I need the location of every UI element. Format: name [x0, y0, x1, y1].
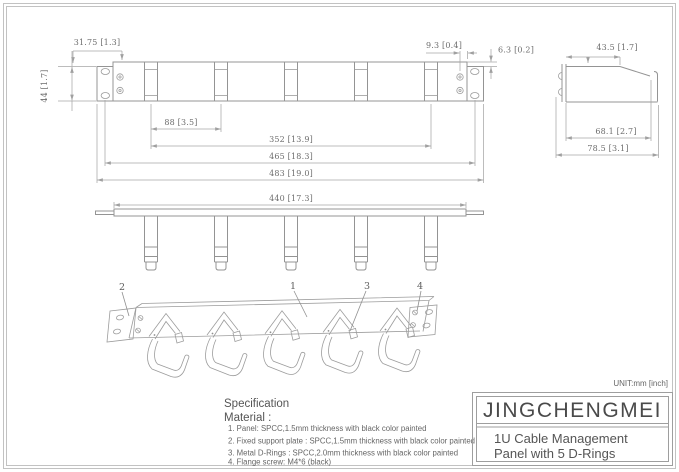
ear-hole [470, 92, 480, 99]
left-ear [96, 66, 114, 102]
spec-item: 4. Flange screw: M4*6 (black) [228, 458, 332, 467]
dim-overall-depth: 78.5 [3.1] [555, 97, 659, 158]
isometric-view: 2 1 3 4 [106, 281, 438, 378]
dim-ring-top-depth: 43.5 [1.7] [566, 43, 637, 65]
product-name-line2: Panel with 5 D-Rings [494, 446, 616, 461]
dim-ring-depth: 68.1 [2.7] [565, 80, 652, 141]
dim-text-ring-span: 352 [13.9] [269, 135, 313, 144]
dim-panel-height: 44 [1.7] [40, 51, 96, 111]
dim-flange-step: 6.3 [0.2] [467, 46, 534, 79]
top-view [96, 61, 484, 102]
callout-number: 1 [290, 281, 296, 292]
dim-text-ear-offset: 31.75 [1.3] [74, 38, 121, 47]
right-ear [466, 66, 484, 102]
callout-number: 2 [119, 282, 125, 293]
dim-text-overall-width: 483 [19.0] [269, 169, 313, 178]
side-view: 43.5 [1.7] 68.1 [2.7] 78.5 [3.1] [555, 43, 659, 158]
dim-overall-width: 483 [19.0] [96, 104, 484, 183]
ear-hole [470, 68, 480, 75]
flange-screws [116, 73, 464, 95]
spec-item: 3. Metal D-Rings : SPCC,2.0mm thickness … [228, 449, 458, 458]
panel-edge [561, 64, 567, 102]
callout-number: 4 [417, 281, 423, 292]
dim-text-ring-depth: 68.1 [2.7] [595, 127, 636, 136]
dim-body-width: 440 [17.3] [113, 194, 467, 208]
brand-name: JINGCHENGMEI [483, 399, 662, 422]
spec-subheading: Material : [224, 412, 271, 424]
spec-item: 2. Fixed support plate : SPCC,1.5mm thic… [228, 437, 475, 446]
dim-text-screw-inset: 9.3 [0.4] [426, 41, 462, 50]
dim-text-flange-step: 6.3 [0.2] [498, 46, 534, 55]
iso-right-ear [407, 304, 438, 338]
callout-support-plate: 2 [119, 282, 130, 317]
callout-panel: 1 [290, 281, 308, 318]
iso-d-rings [147, 307, 421, 378]
spec-heading: Specification [224, 398, 289, 410]
dim-text-hole-span: 465 [18.3] [269, 152, 313, 161]
callout-d-ring: 3 [349, 281, 370, 332]
panel-top-edges [135, 296, 435, 308]
dim-text-panel-height: 44 [1.7] [40, 69, 49, 102]
dim-ear-offset: 31.75 [1.3] [71, 38, 124, 63]
front-view: 440 [17.3] [95, 194, 484, 271]
product-name-line1: 1U Cable Management [494, 431, 628, 446]
ear-hole [100, 68, 110, 75]
panel-face-edges [128, 300, 430, 339]
title-block: JINGCHENGMEI 1U Cable Management Panel w… [472, 392, 673, 466]
dim-ring-span: 352 [13.9] [151, 104, 432, 149]
dim-text-overall-depth: 78.5 [3.1] [587, 144, 628, 153]
dim-hole-span: 465 [18.3] [104, 100, 476, 166]
callout-number: 3 [364, 281, 370, 292]
unit-note: UNIT:mm [inch] [613, 379, 668, 388]
sheet-frame [3, 3, 676, 469]
ring-top-bar [566, 66, 651, 77]
iso-left-ear [106, 307, 144, 343]
specification-block: Specification Material : 1. Panel: SPCC,… [224, 398, 475, 467]
ear-hole [100, 92, 110, 99]
dim-text-ring-top-depth: 43.5 [1.7] [596, 43, 637, 52]
panel-bar [113, 208, 467, 217]
ear-tabs [95, 210, 484, 215]
front-hooks [144, 216, 438, 271]
screw-heads-side [558, 72, 563, 96]
callout-screw: 4 [416, 281, 423, 312]
dim-text-ring-pitch: 88 [3.5] [164, 118, 197, 127]
ring-outer-wall [653, 71, 658, 102]
dim-text-body-width: 440 [17.3] [269, 194, 313, 203]
spec-item: 1. Panel: SPCC,1.5mm thickness with blac… [228, 424, 426, 433]
dim-ring-pitch: 88 [3.5] [150, 104, 222, 149]
dim-screw-inset: 9.3 [0.4] [426, 41, 477, 71]
ring-slots [144, 61, 438, 102]
